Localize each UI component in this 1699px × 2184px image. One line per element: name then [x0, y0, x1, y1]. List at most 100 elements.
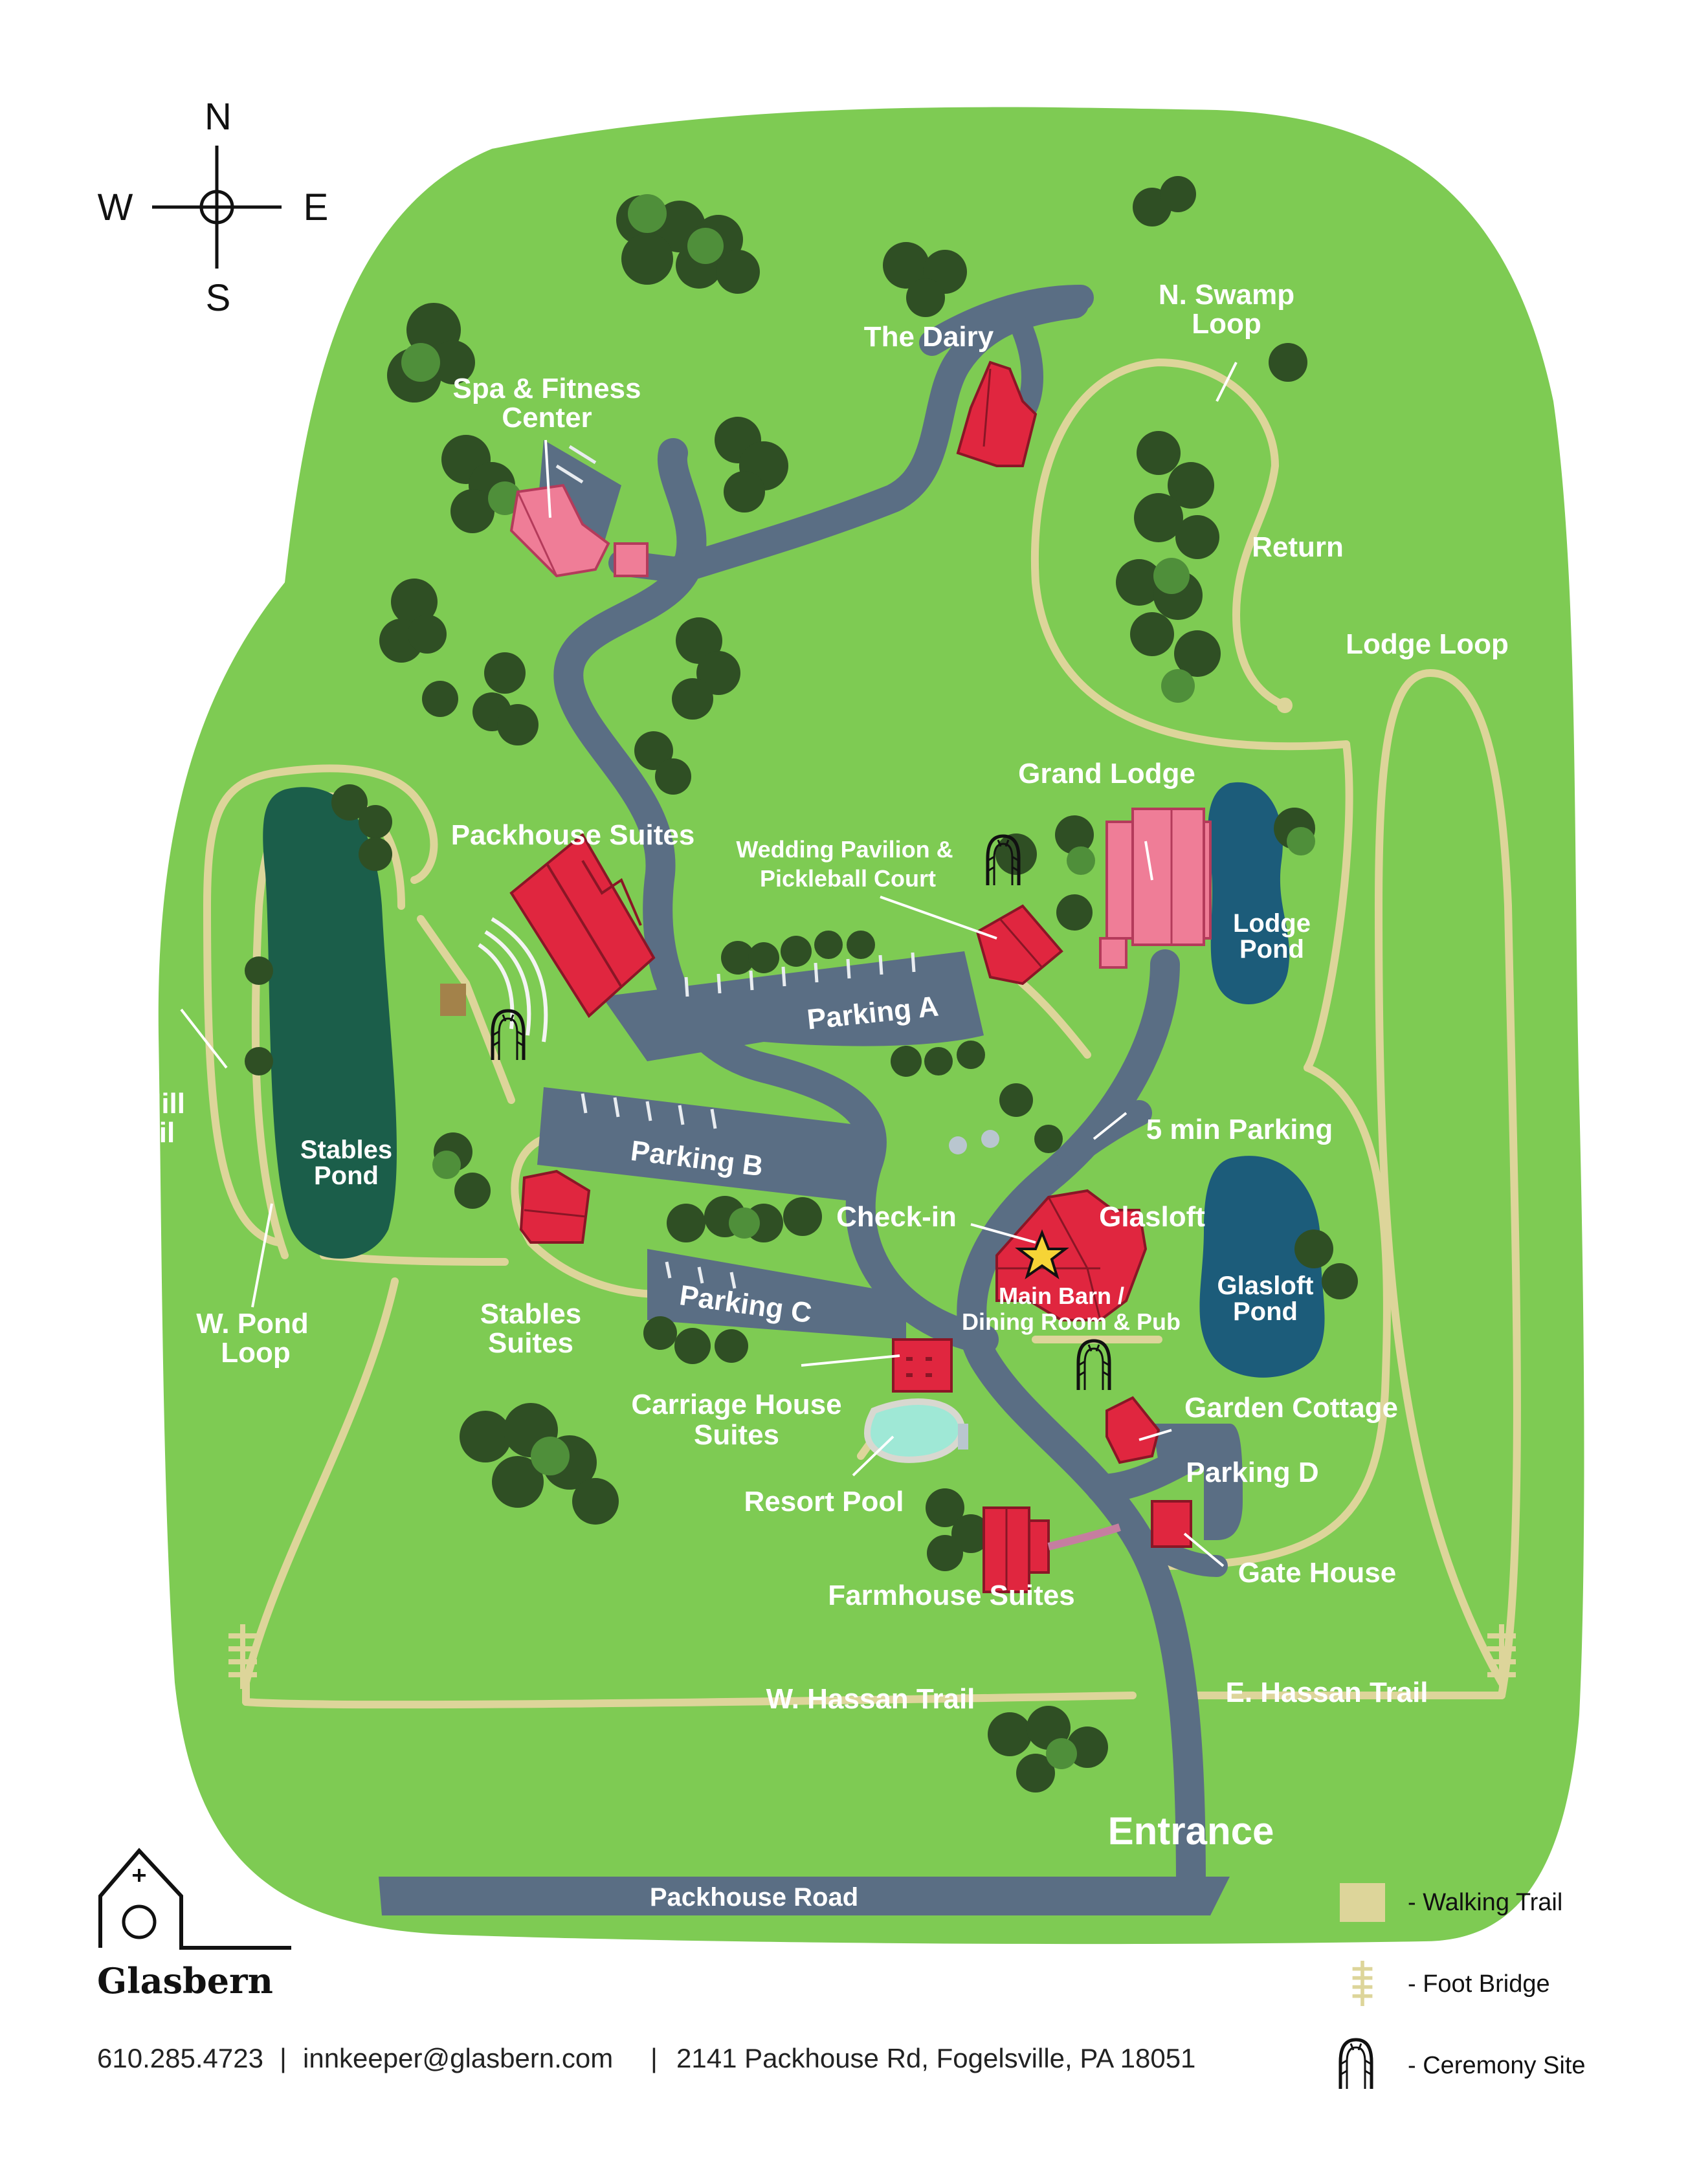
label-glasloft: Glasloft [1099, 1201, 1205, 1233]
legend-ceremony-label: - Ceremony Site [1408, 2052, 1586, 2079]
legend-bridge-icon [1352, 1961, 1373, 2006]
label-w-hassan: W. Hassan Trail [766, 1683, 975, 1715]
trail-north-branch [1304, 740, 1353, 1072]
label-parking-d: Parking D [1186, 1457, 1318, 1488]
five-min-drive [1055, 1100, 1152, 1171]
lodge-pond [1208, 782, 1290, 1005]
pool-building [958, 1424, 968, 1450]
label-entrance: Entrance [1108, 1809, 1274, 1853]
lodge-loop [1375, 669, 1521, 1699]
label-resort-pool: Resort Pool [744, 1486, 904, 1517]
trail-west-south [242, 1277, 399, 1706]
label-wedding-1: Wedding Pavilion & [736, 836, 953, 863]
dairy-road-top [919, 285, 1094, 356]
legend-ceremony-icon [1340, 2040, 1371, 2089]
label-n-swamp-1: N. Swamp [1159, 279, 1294, 311]
label-lodge-pond-2: Pond [1239, 935, 1304, 964]
check-in-star-icon [1015, 1229, 1069, 1279]
label-main-barn-1: Main Barn / [999, 1283, 1124, 1309]
trees-light [401, 194, 1315, 1769]
grand-lodge-building [1099, 808, 1212, 969]
stables-pond [263, 787, 397, 1259]
footer-sep-1: | [280, 2043, 287, 2073]
parking-c-lot [647, 1249, 906, 1340]
farmhouse-suites-building [983, 1506, 1050, 1593]
legend-trail-swatch [1340, 1883, 1385, 1922]
label-packhouse-suites: Packhouse Suites [451, 819, 695, 851]
label-the-dairy: The Dairy [864, 321, 994, 353]
trail-east-parking-d [1155, 1064, 1391, 1570]
label-gate-house: Gate House [1238, 1557, 1397, 1589]
label-grand-lodge: Grand Lodge [1018, 758, 1195, 789]
label-stables-pond-2: Pond [314, 1162, 379, 1190]
map-legend: - Walking Trail - Foot Bridge - Ceremony… [1340, 1883, 1586, 2089]
label-spa-2: Center [502, 402, 592, 434]
label-lodge-pond-1: Lodge [1233, 909, 1311, 938]
label-five-min-parking: 5 min Parking [1146, 1114, 1333, 1145]
label-n-swamp-2: Loop [1192, 308, 1261, 340]
leader-lines [180, 362, 1238, 1567]
footer-email: innkeeper@glasbern.com [303, 2043, 613, 2073]
trees [245, 176, 1358, 1792]
label-garden-cottage: Garden Cottage [1184, 1392, 1398, 1424]
parking-stripes [555, 445, 916, 1289]
compass-west: W [98, 186, 133, 228]
packhouse-road-label: Packhouse Road [650, 1883, 858, 1912]
w-hassan-trail [242, 1692, 1137, 1709]
label-farmhouse-suites: Farmhouse Suites [828, 1580, 1074, 1611]
farmhouse-path [1047, 1523, 1121, 1550]
compass-south: S [206, 277, 231, 319]
stables-suites-building [519, 1169, 591, 1244]
label-lodge-loop: Lodge Loop [1346, 628, 1509, 660]
label-check-in: Check-in [836, 1201, 957, 1233]
label-spa-1: Spa & Fitness [453, 373, 641, 404]
footer-address: 2141 Packhouse Rd, Fogelsville, PA 18051 [676, 2043, 1195, 2073]
compass-north: N [205, 96, 232, 138]
label-glasloft-pond-1: Glasloft [1217, 1272, 1314, 1300]
packhouse-road [379, 1877, 1230, 1915]
label-stables-suites-1: Stables [480, 1298, 582, 1330]
footer-contact: 610.285.4723 | innkeeper@glasbern.com | … [97, 2043, 1195, 2073]
label-e-hassan: E. Hassan Trail [1225, 1677, 1428, 1708]
walking-trails [203, 358, 1521, 1709]
garden-cottage-building [1105, 1396, 1160, 1464]
label-return: Return [1252, 531, 1344, 563]
label-w-pond-2: Loop [221, 1337, 291, 1369]
legend-bridge-label: - Foot Bridge [1408, 1970, 1550, 1998]
footer-phone: 610.285.4723 [97, 2043, 263, 2073]
label-stables-pond-1: Stables [300, 1136, 392, 1164]
label-stables-suites-2: Suites [488, 1327, 573, 1359]
logo-wordmark: Glasbern [97, 1960, 273, 2002]
spa-fitness-building [509, 483, 649, 578]
main-barn-building [995, 1189, 1148, 1321]
fountains [949, 1130, 999, 1154]
label-main-barn-2: Dining Room & Pub [962, 1308, 1181, 1335]
w-hill-trail [203, 764, 438, 1246]
footer-sep-2: | [650, 2043, 658, 2073]
buildings [440, 360, 1212, 1593]
glasloft-pond [1199, 1156, 1325, 1378]
legend-trail-label: - Walking Trail [1408, 1889, 1562, 1916]
resort-pool [863, 1398, 966, 1463]
parking-b-lot [537, 1087, 874, 1204]
packhouse-suites-building [509, 832, 656, 1019]
parking-d-lot [1152, 1424, 1243, 1540]
n-swamp-loop [1031, 358, 1350, 751]
label-w-pond-1: W. Pond [196, 1308, 309, 1340]
amphitheater-stage [440, 984, 466, 1016]
barn-outline-icon [98, 1848, 291, 1950]
compass-east: E [304, 186, 329, 228]
label-glasloft-pond-2: Pond [1233, 1297, 1298, 1326]
glasbern-logo: Glasbern [97, 1848, 291, 2002]
label-wedding-2: Pickleball Court [760, 865, 936, 892]
label-w-hill-2: Trail [117, 1117, 175, 1149]
gate-house-building [1151, 1500, 1192, 1548]
label-carriage-2: Suites [694, 1419, 779, 1451]
wedding-pavilion-building [975, 904, 1063, 986]
carriage-house-building [892, 1338, 953, 1393]
the-dairy-building [956, 360, 1038, 467]
compass-rose: N S W E [98, 96, 329, 319]
label-w-hill-1: W. Hill [100, 1088, 185, 1120]
label-carriage-1: Carriage House [631, 1389, 841, 1420]
